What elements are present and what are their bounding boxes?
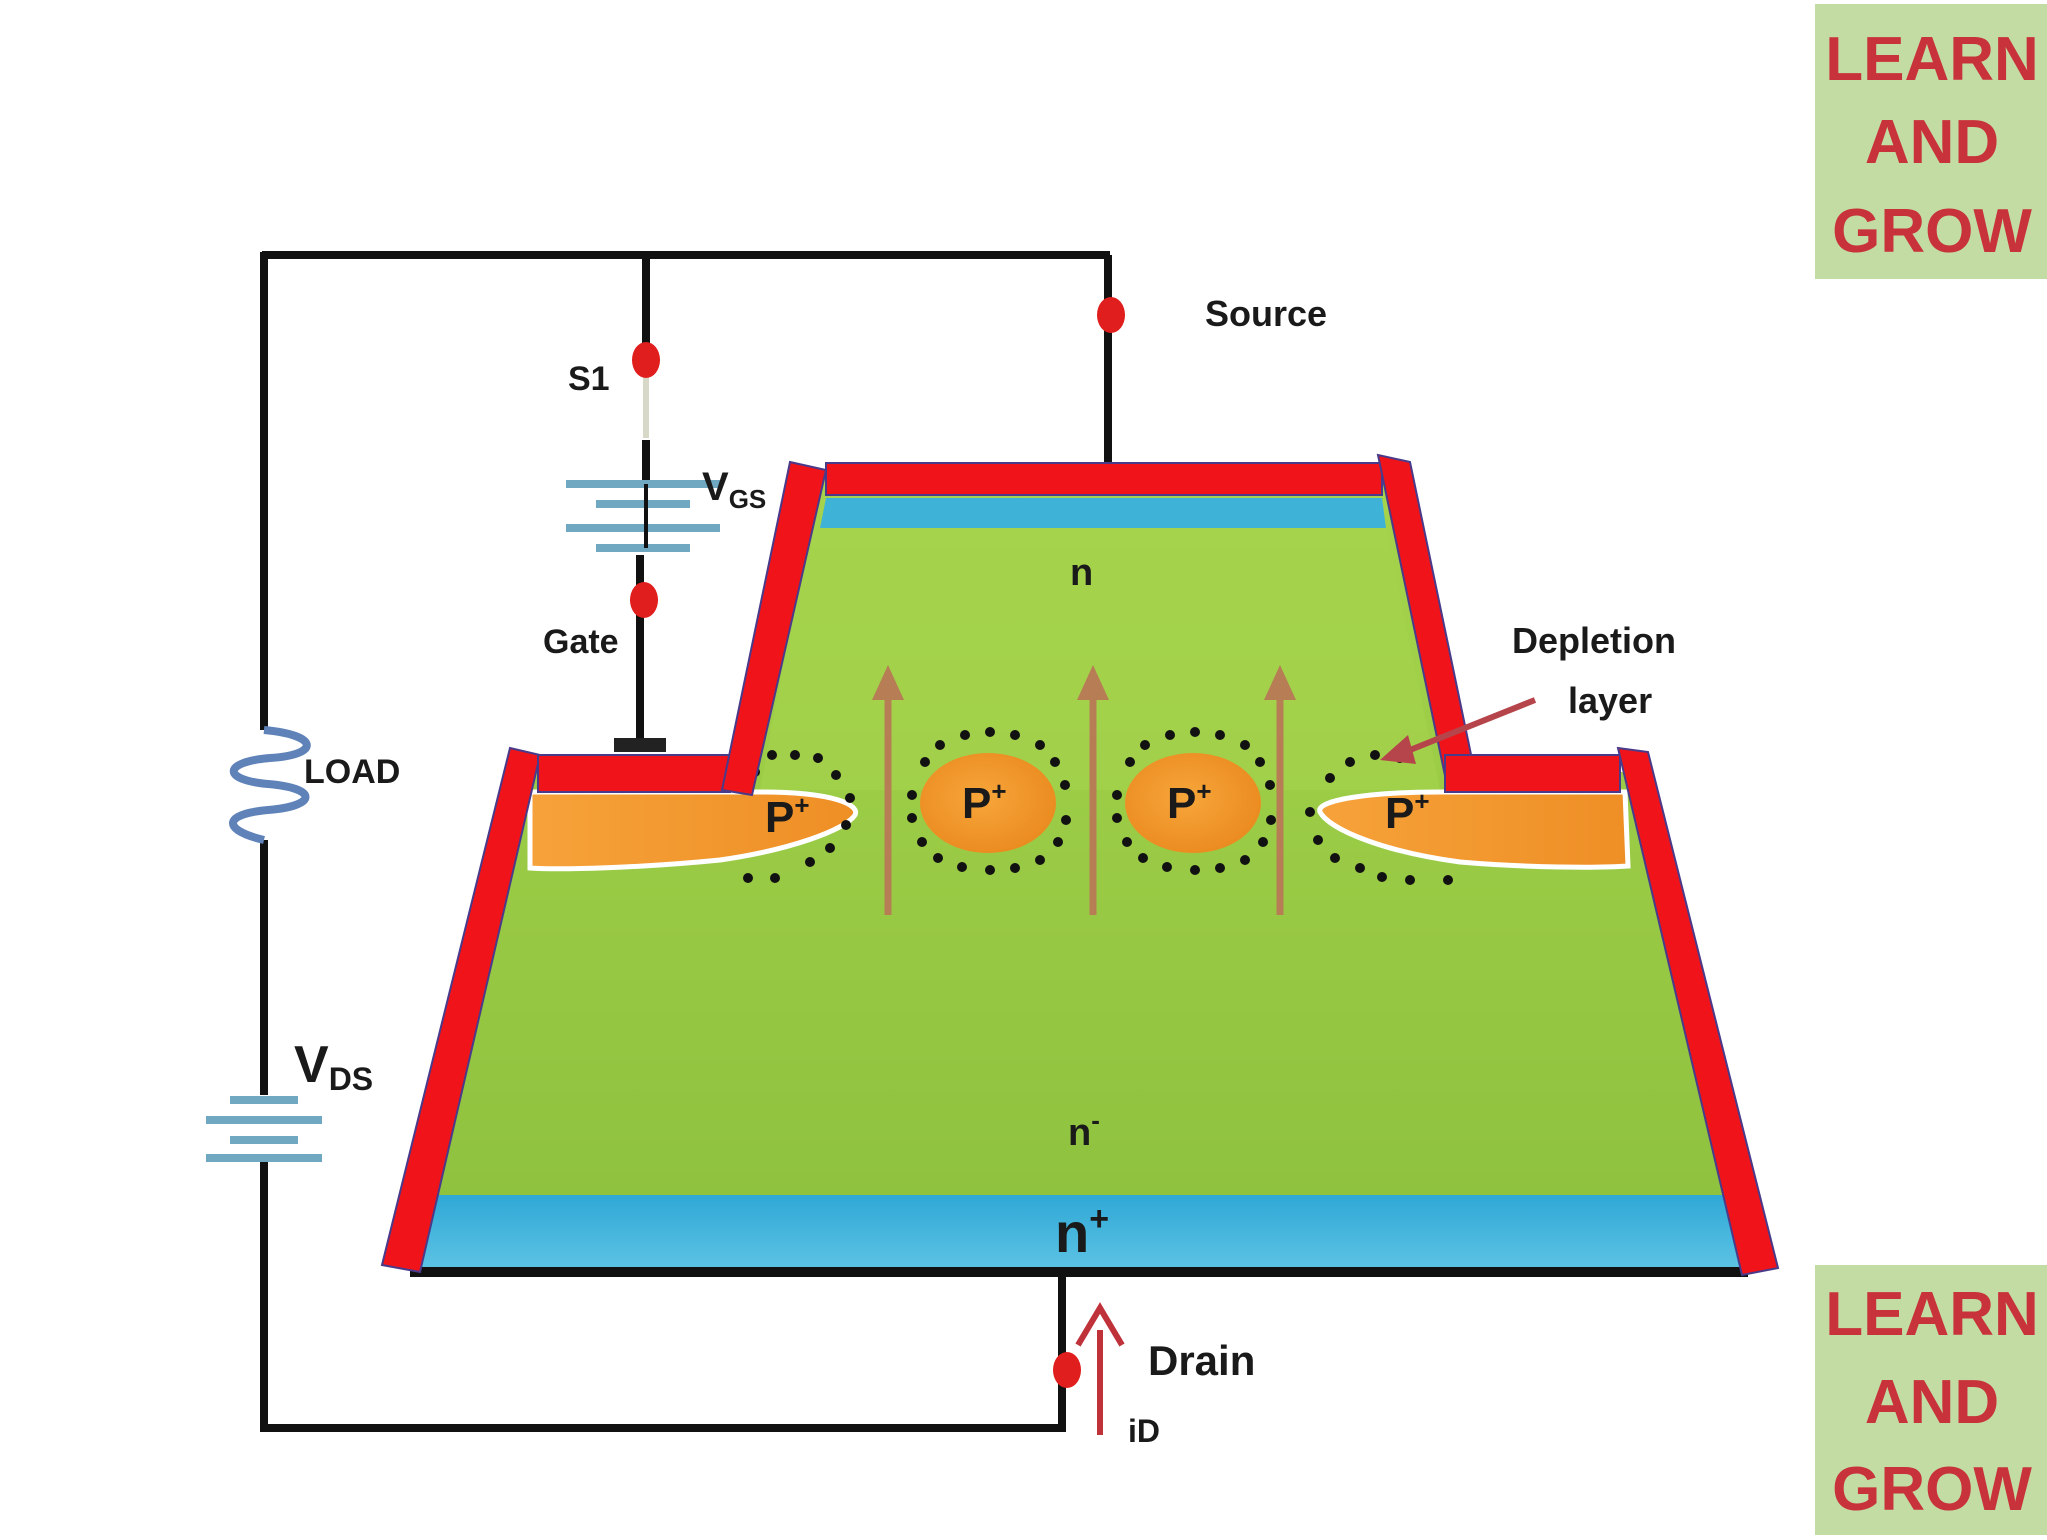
p-region-left: [527, 789, 859, 872]
terminal-source: [1097, 297, 1125, 333]
contact-left-riser: [720, 460, 828, 797]
label-load: LOAD: [304, 753, 400, 791]
gate-plate: [614, 738, 666, 752]
channel-arrows: [872, 665, 1296, 915]
contact-right-outer: [1616, 746, 1780, 1277]
svg-text:AND: AND: [1865, 108, 1999, 177]
label-vgs: VGS: [702, 465, 766, 514]
p-regions: [527, 753, 1631, 872]
label-s1: S1: [568, 360, 610, 398]
terminal-dots: [630, 297, 1125, 1388]
label-depletion-2: layer: [1568, 680, 1652, 721]
metal-contacts: [380, 453, 1780, 1277]
n-plus-layer: [405, 1195, 1750, 1268]
vds-battery-icon: [206, 1096, 322, 1162]
watermark-top: LEARN AND GROW: [1815, 4, 2047, 279]
label-n-top: n: [1070, 552, 1093, 594]
label-depletion-1: Depletion: [1512, 620, 1676, 661]
p-region-center-left: [920, 753, 1056, 853]
p-region-center-right: [1125, 753, 1261, 853]
circuit-wires: [260, 251, 1112, 1432]
label-p-plus-3: P+: [1167, 776, 1212, 828]
n-top-region: [760, 510, 1440, 790]
terminal-drain: [1053, 1352, 1081, 1388]
svg-text:GROW: GROW: [1832, 1455, 2032, 1524]
top-blue-layer: [820, 498, 1386, 528]
label-p-plus-4: P+: [1385, 786, 1430, 838]
vgs-battery-icon: [566, 480, 720, 552]
load-resistor-icon: [229, 726, 311, 844]
label-gate: Gate: [543, 623, 619, 661]
label-p-plus-1: P+: [765, 790, 810, 842]
svg-text:AND: AND: [1865, 1368, 1999, 1437]
watermark-bottom: LEARN AND GROW: [1815, 1265, 2047, 1535]
label-source: Source: [1205, 293, 1327, 334]
depletion-pointer-arrow: [1380, 697, 1537, 764]
contact-left-outer: [380, 746, 542, 1274]
contact-source-top: [825, 462, 1383, 496]
svg-text:GROW: GROW: [1832, 197, 2032, 266]
svg-text:LEARN: LEARN: [1825, 1280, 2039, 1349]
label-drain: Drain: [1148, 1337, 1255, 1384]
terminal-gate: [630, 582, 658, 618]
terminal-s1: [632, 342, 660, 378]
svg-text:LEARN: LEARN: [1825, 25, 2039, 94]
label-p-plus-2: P+: [962, 776, 1007, 828]
contact-right-ledge: [1444, 754, 1621, 793]
contact-gate-ledge: [537, 754, 731, 793]
label-n-minus: n-: [1068, 1105, 1100, 1154]
label-n-plus: n+: [1055, 1200, 1109, 1264]
drain-current-arrow: [1075, 1302, 1125, 1435]
semiconductor-body: [405, 475, 1750, 1277]
depletion-dots: [743, 727, 1453, 885]
p-region-right: [1317, 789, 1631, 870]
label-id: iD: [1128, 1413, 1160, 1449]
label-vds: VDS: [294, 1036, 373, 1097]
